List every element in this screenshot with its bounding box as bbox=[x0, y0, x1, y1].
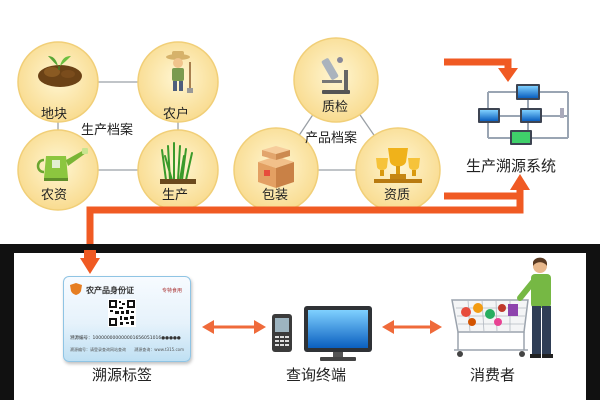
microscope-icon bbox=[321, 57, 350, 94]
node-label-production: 生产 bbox=[162, 188, 189, 203]
id-card-tag: 专特食用 bbox=[161, 288, 182, 294]
trace-label-caption: 溯源标签 bbox=[92, 366, 153, 384]
node-label-agri-supply: 农资 bbox=[41, 188, 68, 203]
trace-system-label: 生产溯源系统 bbox=[466, 157, 557, 175]
consumer-caption: 消费者 bbox=[470, 366, 516, 384]
query-terminal-caption: 查询终端 bbox=[286, 366, 347, 384]
id-card-code: 溯源编号：100000000000001656051016●●●●● bbox=[70, 336, 181, 341]
trophy-icon bbox=[374, 148, 422, 183]
id-card-footer-right: 溯源查询：www.t315.com bbox=[134, 347, 184, 352]
arrow-qualification-to-system bbox=[444, 186, 524, 200]
node-label-plot: 地块 bbox=[41, 107, 68, 122]
node-label-packaging: 包装 bbox=[262, 188, 289, 203]
grass-crop-icon bbox=[161, 142, 193, 181]
node-label-farmer: 农户 bbox=[163, 107, 190, 122]
circle-nodes bbox=[17, 37, 441, 213]
product-id-card: 农产品身份证 专特食用 溯源编号：10000000000000165605101… bbox=[63, 276, 191, 362]
watering-can-icon bbox=[36, 148, 88, 181]
qr-code-icon bbox=[108, 299, 136, 327]
id-card-title: 农产品身份证 bbox=[86, 286, 134, 295]
arrow-system-to-label bbox=[86, 186, 524, 262]
node-label-inspection: 质检 bbox=[322, 100, 349, 115]
product-archive-title: 产品档案 bbox=[305, 131, 358, 146]
production-archive-title: 生产档案 bbox=[81, 123, 134, 138]
node-label-qualification: 资质 bbox=[384, 188, 411, 203]
soil-icon bbox=[38, 56, 82, 87]
package-boxes-icon bbox=[258, 146, 294, 188]
arrow-product-to-system bbox=[444, 58, 512, 72]
id-card-footer-left: 溯源编号：请登录查询网站查询 bbox=[70, 347, 126, 352]
shield-logo-icon bbox=[70, 283, 82, 295]
network-monitors-icon bbox=[478, 84, 569, 145]
farmer-icon bbox=[166, 51, 193, 93]
node-farmer-circle bbox=[137, 41, 219, 123]
grass-soil bbox=[160, 179, 196, 184]
